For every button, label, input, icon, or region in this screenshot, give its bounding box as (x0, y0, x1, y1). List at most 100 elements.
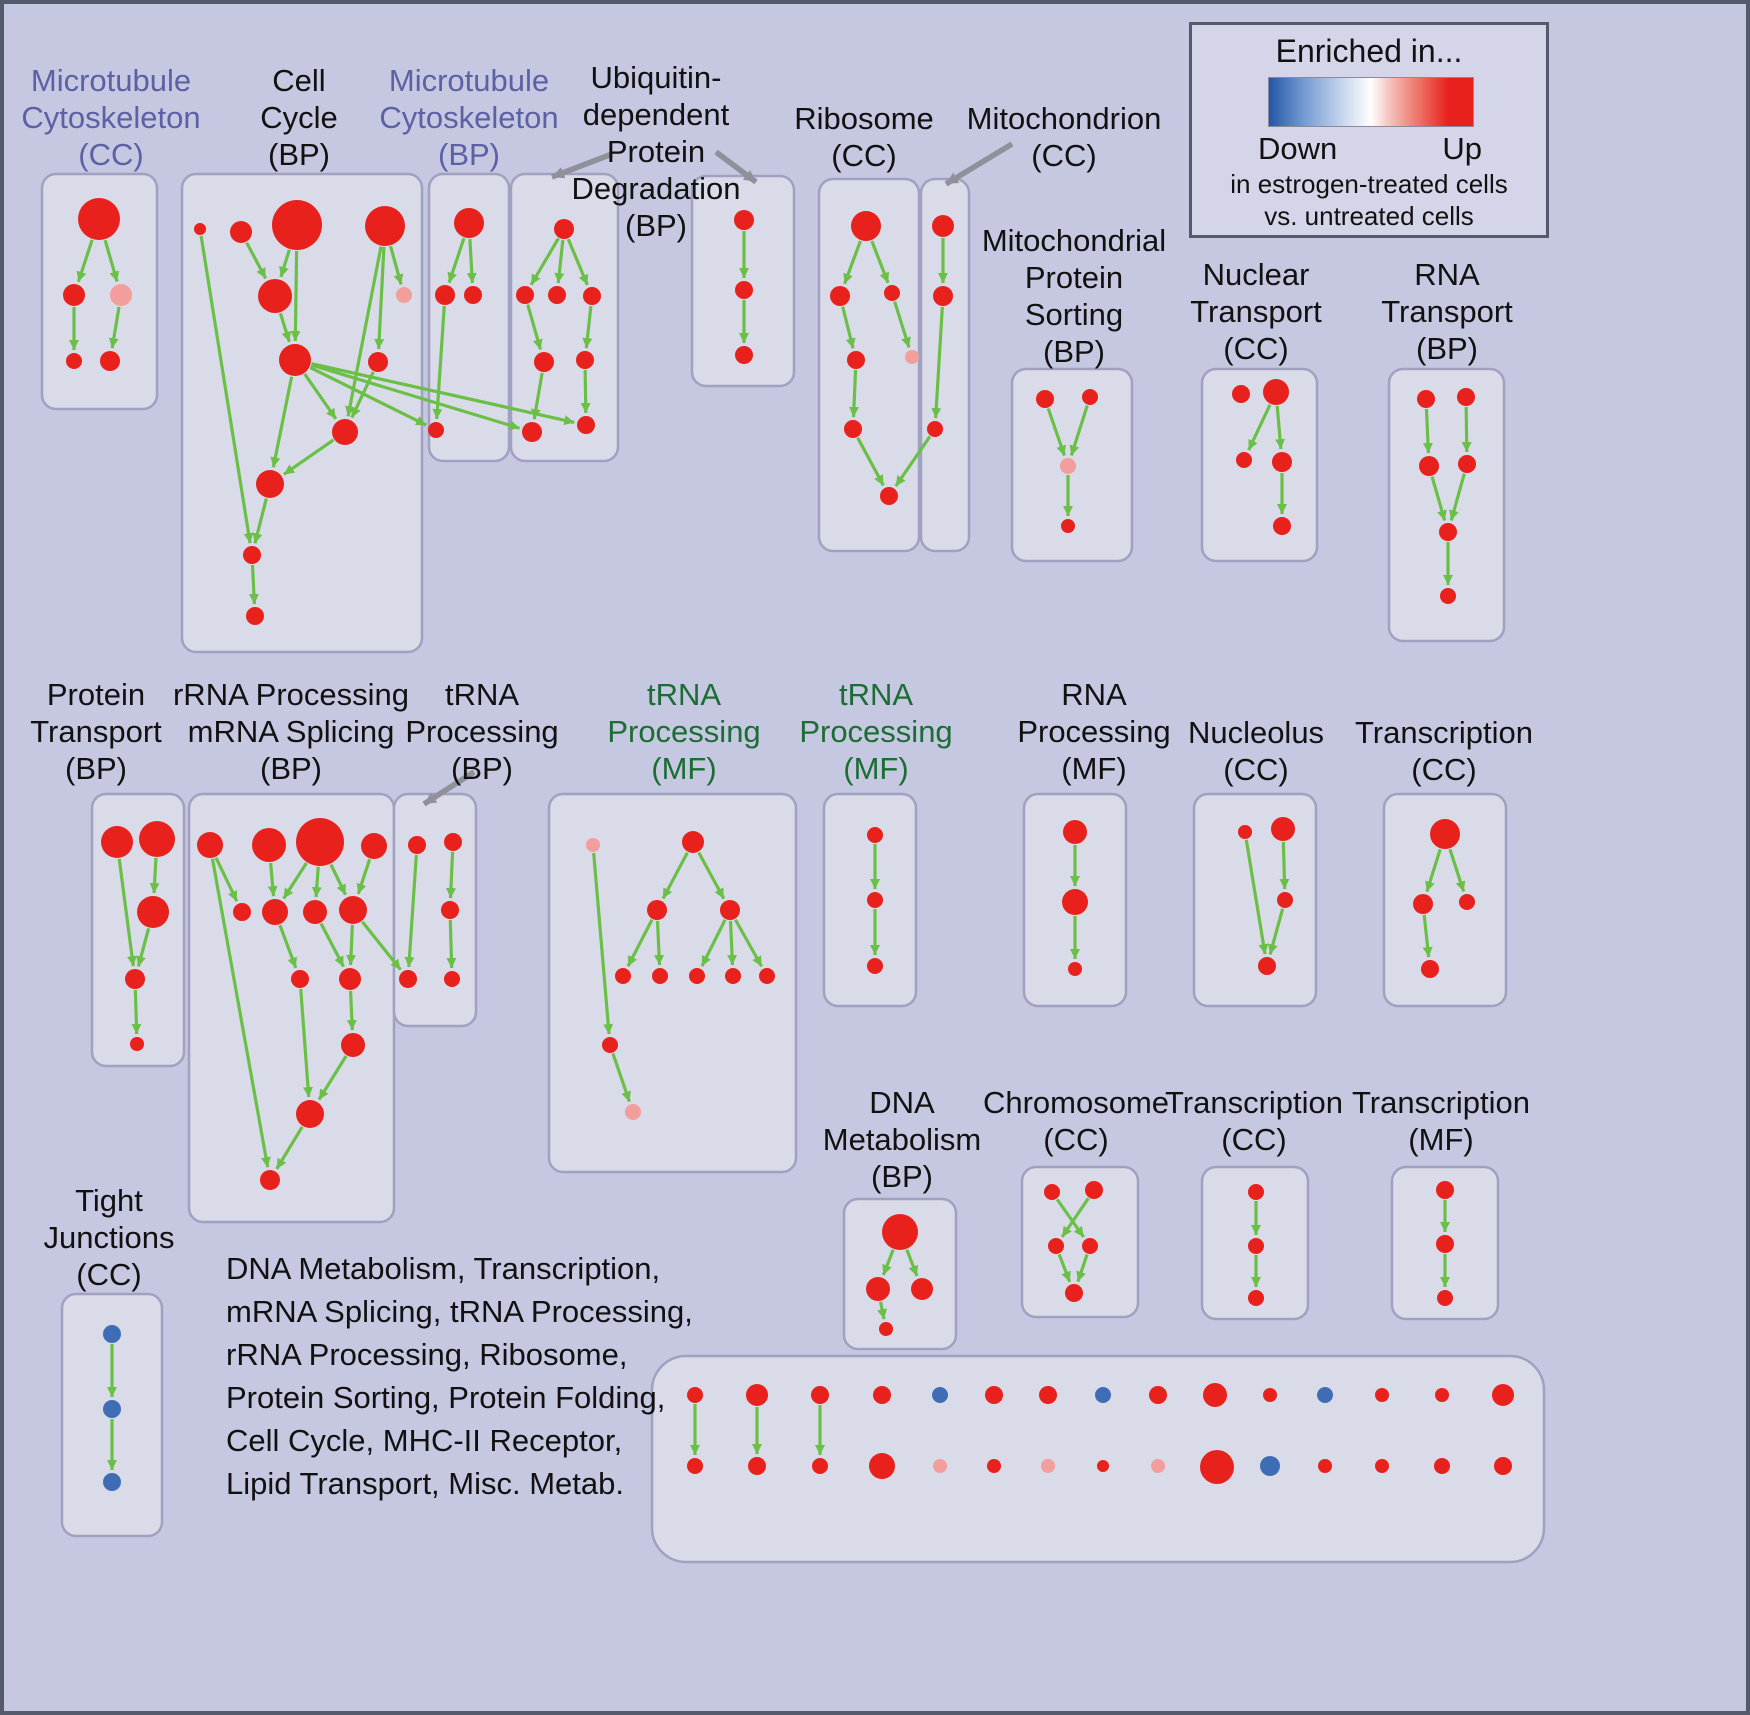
graph-node-b7b (1041, 1459, 1055, 1473)
edge-rr9-rr10 (346, 990, 357, 1031)
edge-rr2-rr7 (329, 863, 348, 896)
graph-node-pt3 (125, 969, 145, 989)
graph-node-mb3 (428, 422, 444, 438)
graph-node-tj1 (103, 1400, 121, 1418)
edge-cc6-mb3 (309, 366, 427, 427)
graph-node-rr7 (339, 896, 367, 924)
label-line: Junctions (43, 1220, 175, 1255)
graph-node-pt4 (130, 1037, 144, 1051)
graph-node-cc2 (272, 200, 322, 250)
graph-node-cc6 (279, 344, 311, 376)
label-line: (CC) (1411, 752, 1477, 787)
graph-node-m3 (66, 353, 82, 369)
graph-node-ts1 (867, 892, 883, 908)
legend-subtitle-1: in estrogen-treated cells (1230, 169, 1508, 199)
graph-node-b13b (1375, 1459, 1389, 1473)
label-line: rRNA Processing (172, 677, 410, 712)
edge-mb1-mb3 (432, 305, 446, 420)
graph-node-rr2 (296, 818, 344, 866)
graph-node-tc2 (1459, 894, 1475, 910)
graph-node-b6b (987, 1459, 1001, 1473)
graph-node-cc11 (246, 607, 264, 625)
legend-gradient-bar (1268, 77, 1474, 127)
label-line: (CC) (1223, 752, 1289, 787)
label-line: (CC) (78, 137, 144, 172)
graph-node-mp1 (1082, 389, 1098, 405)
network-canvas (40, 141, 1546, 1564)
label-line: (MF) (1061, 751, 1127, 786)
edge-rb0-rb2 (870, 240, 890, 284)
graph-node-b3t (811, 1386, 829, 1404)
graph-node-rp2 (1068, 962, 1082, 976)
label-line: dependent (582, 97, 730, 132)
graph-node-u20 (734, 210, 754, 230)
label-nucleolus: Nucleolus(CC) (1188, 714, 1324, 788)
group-box-misc (650, 1354, 1546, 1564)
edge-nu1-nu2 (1279, 841, 1290, 890)
graph-node-tj0 (103, 1325, 121, 1343)
graph-node-b14t (1435, 1388, 1449, 1402)
graph-node-rb0 (851, 211, 881, 241)
label-line: (BP) (871, 1159, 933, 1194)
label-line: Ribosome (794, 101, 934, 136)
graph-node-rt4 (1439, 523, 1457, 541)
graph-node-mp3 (1061, 519, 1075, 533)
graph-node-cc7 (368, 352, 388, 372)
graph-node-b4b (869, 1453, 895, 1479)
edge-cc10-cc11 (248, 564, 259, 605)
label-line: (BP) (260, 751, 322, 786)
edge-cc2-cc6 (290, 250, 301, 342)
graph-node-cc0 (194, 223, 206, 235)
edge-cc4-cc6 (278, 312, 292, 343)
edge-ub0-ub3 (566, 238, 589, 286)
label-transcription-cc-bottom: Transcription(CC) (1165, 1084, 1343, 1158)
edge-rr2-rr6 (311, 866, 322, 898)
group-box-transcription-cc-mid (1382, 792, 1508, 1008)
edge-rr10-rr11 (317, 1055, 348, 1101)
graph-node-ub4 (534, 352, 554, 372)
graph-node-rb2 (884, 285, 900, 301)
graph-node-rr5 (262, 899, 288, 925)
graph-node-d0 (882, 1214, 918, 1250)
edge-tm2-tm4 (626, 919, 654, 967)
edge-d0-d2 (905, 1249, 919, 1277)
graph-node-rr6 (303, 900, 327, 924)
graph-node-mp2 (1060, 458, 1076, 474)
misc-categories-label: DNA Metabolism, Transcription,mRNA Splic… (226, 1247, 693, 1505)
label-line: Transcription (1354, 715, 1534, 750)
edge-nt1-nt2 (1247, 403, 1272, 451)
graph-node-tm2 (647, 900, 667, 920)
label-line: Nucleolus (1187, 715, 1325, 750)
graph-node-b13t (1375, 1388, 1389, 1402)
graph-node-tm4 (615, 968, 631, 984)
edge-cc2-cc4 (279, 249, 291, 278)
edge-pt0-pt3 (117, 858, 137, 967)
edge-cc6-cc9 (270, 376, 294, 468)
graph-node-ch4 (1065, 1284, 1083, 1302)
graph-node-b11b (1260, 1456, 1280, 1476)
graph-node-cc8 (332, 419, 358, 445)
label-line: DNA (869, 1085, 935, 1120)
edge-tm1-tm3 (697, 851, 726, 900)
graph-node-b6t (985, 1386, 1003, 1404)
label-line: tRNA (444, 677, 520, 712)
edge-cc6-ub7 (311, 362, 575, 426)
graph-node-rb4 (905, 350, 919, 364)
label-line: (BP) (267, 137, 330, 172)
graph-node-tm8 (759, 968, 775, 984)
edge-cc8-cc9 (283, 438, 335, 476)
edge-rr7-tp3 (361, 920, 402, 971)
edge-nu0-nu3 (1244, 839, 1269, 955)
graph-node-cc10 (243, 546, 261, 564)
label-line: (CC) (1221, 1122, 1287, 1157)
edge-tc1-tc3 (1422, 914, 1433, 958)
label-line: (BP) (1415, 331, 1478, 366)
graph-node-ub7 (577, 416, 595, 434)
label-transcription-cc-mid: Transcription(CC) (1355, 714, 1533, 788)
